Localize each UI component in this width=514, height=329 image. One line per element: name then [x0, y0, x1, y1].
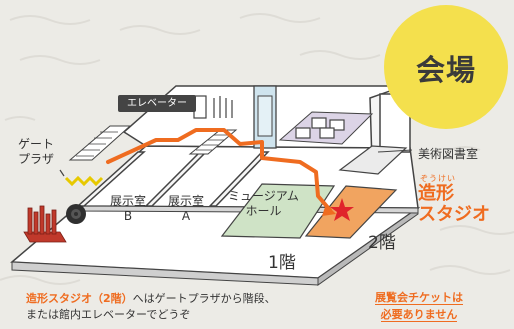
venue-title: 会場: [415, 53, 476, 87]
studio-label-line1: 造形: [418, 183, 454, 204]
gate-plaza-label-line2: プラザ: [18, 152, 55, 166]
studio-label-line2: スタジオ: [418, 204, 490, 225]
exhibition-room-a-line1: 展示室: [168, 194, 205, 208]
museum-hall-line2: ホール: [245, 204, 282, 218]
directions-highlight: 造形スタジオ（2階）: [26, 292, 133, 305]
museum-hall-label: ミュージアム ホール: [228, 189, 299, 219]
ticket-note: 展覧会チケットは 必要ありません: [360, 289, 478, 323]
directions-rest: へはゲートプラザから階段、: [132, 292, 276, 305]
red-gate-sculpture: [23, 205, 67, 243]
museum-hall-area: [220, 183, 336, 239]
ticket-note-line2: 必要ありません: [380, 308, 458, 322]
exhibition-room-b-line2: B: [123, 209, 133, 223]
directions-text: 造形スタジオ（2階）へはゲートプラザから階段、 または館内エレベーターでどうぞ: [26, 291, 276, 323]
floor-1-label: 1階: [268, 253, 296, 273]
star-icon: [330, 198, 354, 221]
studio-label: 造形 スタジオ: [418, 183, 490, 225]
route-arrow-icon: [106, 128, 332, 212]
directions-line1: 造形スタジオ（2階）へはゲートプラザから階段、: [26, 291, 276, 307]
museum-hall-line1: ミュージアム: [228, 189, 299, 203]
gate-plaza-label-line1: ゲート: [18, 137, 55, 151]
elevator-shaft: [253, 85, 277, 149]
exhibition-room-b-label: 展示室 B: [110, 194, 146, 224]
venue-badge: 会場: [384, 5, 508, 129]
art-library-label: 美術図書室: [418, 147, 479, 161]
exhibition-room-b-line1: 展示室: [110, 194, 147, 208]
elevator-label: エレベーター: [118, 95, 196, 112]
studio-area: [304, 185, 398, 239]
exhibition-room-a-line2: A: [181, 209, 191, 223]
gate-plaza-label: ゲート プラザ: [18, 137, 54, 167]
exhibition-room-a-label: 展示室 A: [168, 194, 204, 224]
studio-ruby: ぞうけい: [420, 174, 456, 183]
ticket-note-line1: 展覧会チケットは: [375, 291, 463, 305]
floor-2-label: 2階: [368, 233, 396, 253]
ammonite-sculpture: [66, 204, 86, 224]
directions-line2: または館内エレベーターでどうぞ: [26, 308, 191, 321]
